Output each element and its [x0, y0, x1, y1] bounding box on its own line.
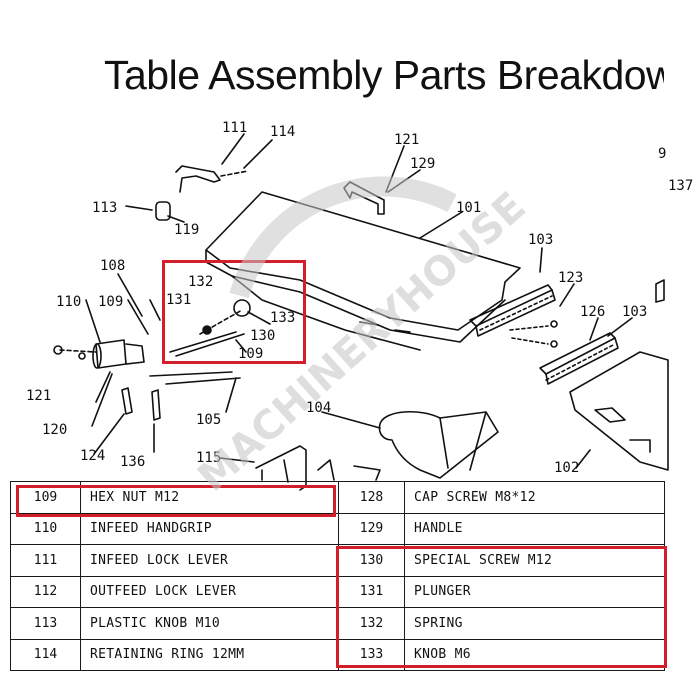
callout: 104	[306, 400, 331, 416]
part-description: HANDLE	[404, 512, 665, 545]
callout: 103	[622, 304, 647, 320]
callout: 124	[80, 448, 105, 464]
part-description: INFEED HANDGRIP	[80, 512, 339, 545]
callout: 108	[100, 258, 125, 274]
callout: 120	[42, 422, 67, 438]
special-screw-part	[169, 331, 245, 357]
callout: 132	[188, 274, 213, 290]
part-description: CAP SCREW M8*12	[404, 481, 665, 514]
lock-lever-part	[175, 165, 221, 193]
callout: 105	[196, 412, 221, 428]
part-number: 114	[10, 638, 81, 671]
part-number: 113	[10, 607, 81, 640]
part-number: 112	[10, 575, 81, 608]
part-number: 130	[338, 544, 405, 577]
handle-part	[343, 181, 385, 215]
callout: 102	[554, 460, 579, 476]
callout: 123	[558, 270, 583, 286]
callout: 129	[410, 156, 435, 172]
callout: 119	[174, 222, 199, 238]
callout: 109	[98, 294, 123, 310]
part-description: PLASTIC KNOB M10	[80, 607, 339, 640]
callout: 136	[120, 454, 145, 470]
callout: 131	[166, 292, 191, 308]
bolt-part-124	[121, 387, 133, 415]
title-clip: Table Assembly Parts Breakdown	[0, 40, 664, 110]
page-title: Table Assembly Parts Breakdown	[104, 52, 664, 98]
callout: 114	[270, 124, 295, 140]
callout: 111	[222, 120, 247, 136]
part-number: 132	[338, 607, 405, 640]
callout-labels: 111 114 113 119 121 129 101 103 108 132 …	[26, 120, 693, 476]
rail-part-103b	[539, 332, 616, 375]
outfeed-table-part	[569, 351, 669, 471]
part-number: 111	[10, 544, 81, 577]
parts-table: 109 HEX NUT M12 128 CAP SCREW M8*12 110 …	[10, 481, 665, 671]
bolt-part-136	[151, 389, 161, 421]
part-number: 128	[338, 481, 405, 514]
callout: 133	[270, 310, 295, 326]
callout: 115	[196, 450, 221, 466]
part-description: PLUNGER	[404, 575, 665, 608]
highlight-box-hex-nut-row	[16, 485, 336, 517]
part-description: RETAINING RING 12MM	[80, 638, 339, 671]
callout: 110	[56, 294, 81, 310]
part-description: INFEED LOCK LEVER	[80, 544, 339, 577]
table-row: 110 INFEED HANDGRIP 129 HANDLE	[10, 512, 665, 545]
chute-part	[378, 410, 499, 479]
callout: 101	[456, 200, 481, 216]
table-row: 111 INFEED LOCK LEVER 130 SPECIAL SCREW …	[10, 544, 665, 577]
callout: 137	[668, 178, 693, 194]
callout: 121	[394, 132, 419, 148]
highlight-box-parts-130-133	[336, 546, 667, 668]
callout: 126	[580, 304, 605, 320]
part-number: 110	[10, 512, 81, 545]
callout: 109	[238, 346, 263, 362]
callout: 9	[658, 146, 666, 162]
part-number: 129	[338, 512, 405, 545]
callout: 113	[92, 200, 117, 216]
table-row: 112 OUTFEED LOCK LEVER 131 PLUNGER	[10, 575, 665, 608]
callout: 121	[26, 388, 51, 404]
highlight-box-spring-detail	[162, 260, 306, 364]
part-description: SPECIAL SCREW M12	[404, 544, 665, 577]
callout: 103	[528, 232, 553, 248]
callout: 130	[250, 328, 275, 344]
part-description: OUTFEED LOCK LEVER	[80, 575, 339, 608]
plastic-knob-part	[155, 201, 171, 221]
